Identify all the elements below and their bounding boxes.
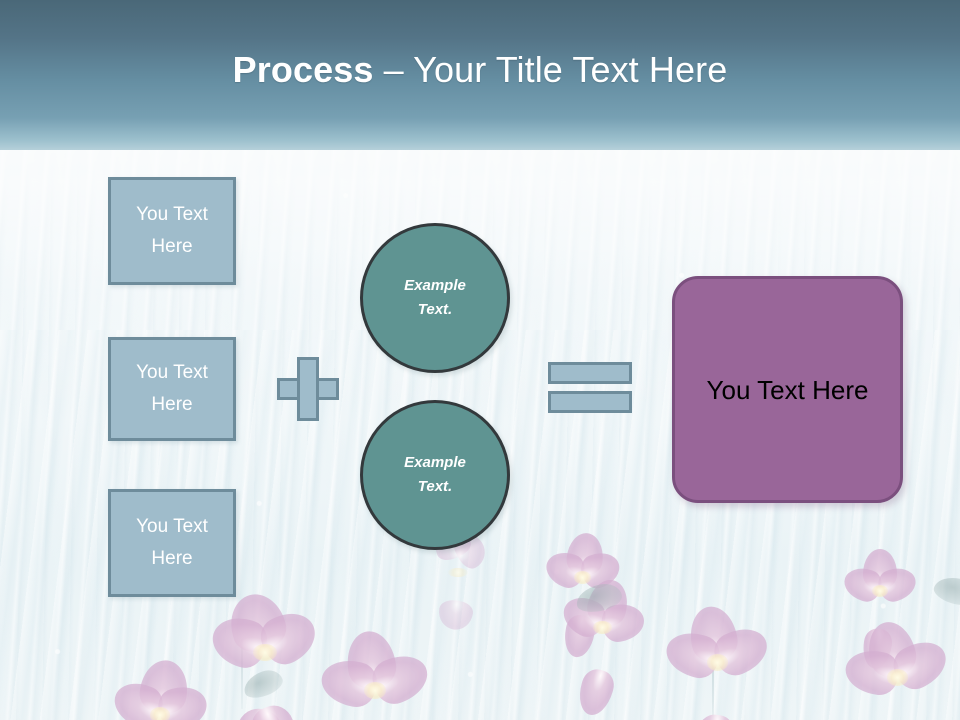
- example-circle-1[interactable]: Example Text.: [360, 223, 510, 373]
- result-box[interactable]: You Text Here: [672, 276, 903, 503]
- input-box-2[interactable]: You Text Here: [108, 337, 236, 441]
- page-title-bold-part: Process: [232, 49, 374, 90]
- equals-icon: [548, 362, 632, 413]
- plus-icon: [277, 357, 339, 421]
- page-title: Process – Your Title Text Here: [0, 48, 960, 92]
- input-box-1-label: You Text Here: [136, 204, 208, 257]
- example-circle-2-label: Example Text.: [404, 454, 466, 495]
- result-box-label: You Text Here: [706, 374, 869, 405]
- input-box-3-label: You Text Here: [136, 516, 208, 569]
- equals-icon-top-bar: [548, 362, 632, 384]
- page-title-rest: – Your Title Text Here: [373, 49, 728, 90]
- example-circle-1-label: Example Text.: [404, 277, 466, 318]
- input-box-3[interactable]: You Text Here: [108, 489, 236, 597]
- input-box-2-label: You Text Here: [136, 362, 208, 415]
- example-circle-2[interactable]: Example Text.: [360, 400, 510, 550]
- plus-icon-center-fill: [300, 381, 316, 397]
- equals-icon-bottom-bar: [548, 391, 632, 413]
- input-box-1[interactable]: You Text Here: [108, 177, 236, 285]
